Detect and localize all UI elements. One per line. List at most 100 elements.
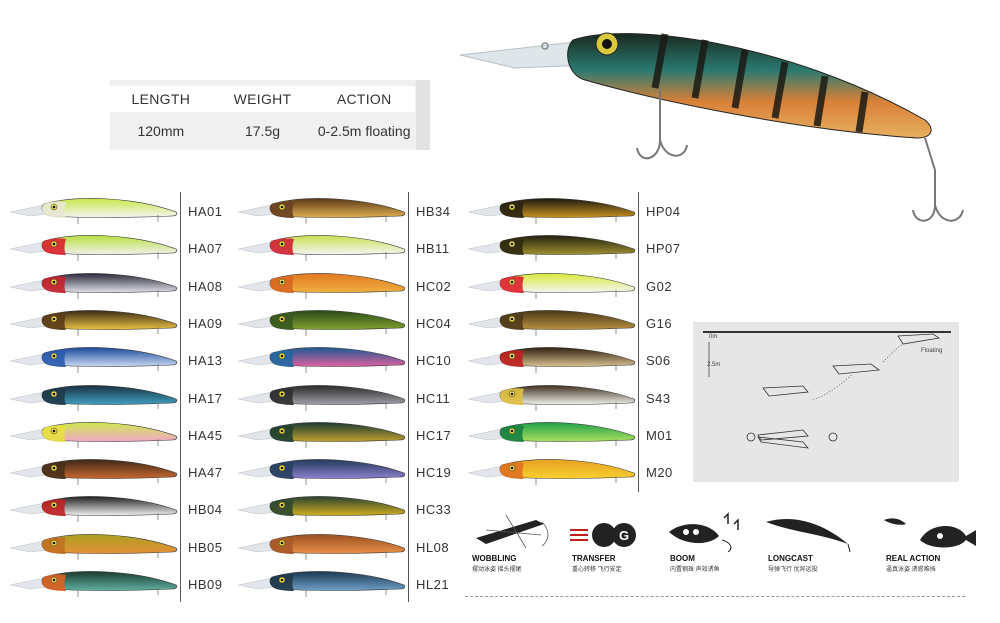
lure-color-code: HC19 <box>416 465 452 481</box>
long-cast-icon <box>766 518 851 553</box>
lure-item-ha01: HA01 <box>8 192 238 229</box>
spec-header-length: LENGTH <box>131 91 191 107</box>
lure-color-code: HC11 <box>416 390 451 406</box>
column-divider <box>408 192 409 602</box>
depth-label-top: 0m <box>709 334 718 340</box>
spec-value-length: 120mm <box>137 123 185 139</box>
lure-item-s43: S43 <box>466 379 696 416</box>
spec-value-row: 120mm 17.5g 0-2.5m floating <box>110 116 415 146</box>
lure-thumbnail-icon <box>467 459 636 486</box>
lure-item-hp04: HP04 <box>466 192 696 229</box>
lure-item-hl08: HL08 <box>236 528 466 565</box>
feature-label: REAL ACTION <box>886 554 941 563</box>
lure-color-code: HA07 <box>188 241 223 257</box>
lure-thumbnail-icon <box>237 384 406 411</box>
feature-longcast: LONGCAST 导弹飞行 优异远投 <box>762 510 854 578</box>
lure-color-code: HL21 <box>416 577 450 592</box>
lure-thumbnail-icon <box>467 235 636 262</box>
lure-thumbnail-icon <box>467 198 636 224</box>
lure-item-ha08: HA08 <box>8 267 238 304</box>
column-divider <box>180 192 181 602</box>
lure-color-code: HA17 <box>188 390 223 406</box>
lure-thumbnail-icon <box>237 459 406 486</box>
weight-transfer-icon: G <box>570 523 636 547</box>
feature-transfer: G TRANSFER 重心转移 飞行安定 <box>566 510 658 578</box>
lure-item-hb09: HB09 <box>8 565 238 602</box>
depth-label-bottom: 2.5m <box>707 362 721 368</box>
feature-real-action: REAL ACTION 逼真泳姿 诱惑难挡 <box>880 510 976 578</box>
lure-item-ha13: HA13 <box>8 341 238 378</box>
feature-sub: 摆动泳姿 摇头摆尾 <box>472 567 522 573</box>
lure-thumbnail-icon <box>467 272 636 299</box>
lure-item-hc11: HC11 <box>236 379 466 416</box>
lure-item-hc17: HC17 <box>236 416 466 453</box>
lure-thumbnail-icon <box>9 571 178 597</box>
lure-color-code: HC02 <box>416 278 452 294</box>
lure-item-m20: M20 <box>466 453 696 490</box>
lure-item-hb34: HB34 <box>236 192 466 229</box>
lure-thumbnail-icon <box>237 198 406 224</box>
lure-item-hc04: HC04 <box>236 304 466 341</box>
lure-color-code: S06 <box>646 353 671 369</box>
lure-thumbnail-icon <box>9 272 178 299</box>
water-surface-line <box>703 331 951 333</box>
lure-thumbnail-icon <box>9 198 178 224</box>
feature-sub: 重心转移 飞行安定 <box>572 567 622 573</box>
lure-color-code: HL08 <box>416 539 450 555</box>
lure-color-code: HA08 <box>188 278 223 294</box>
lure-item-hb11: HB11 <box>236 229 466 266</box>
lure-thumbnail-icon <box>9 347 178 374</box>
lure-thumbnail-icon <box>237 533 406 560</box>
lure-item-ha47: HA47 <box>8 453 238 490</box>
lure-item-hb05: HB05 <box>8 528 238 565</box>
wobbling-icon <box>476 514 549 549</box>
lure-color-code: S43 <box>646 390 671 406</box>
lure-color-code: HP04 <box>646 204 681 219</box>
feature-sub: 逼真泳姿 诱惑难挡 <box>886 567 936 573</box>
lure-thumbnail-icon <box>9 533 178 560</box>
lure-item-hc33: HC33 <box>236 490 466 527</box>
lure-color-code: G16 <box>646 315 673 331</box>
lure-thumbnail-icon <box>237 347 406 374</box>
lure-color-code: HA45 <box>188 427 223 443</box>
lure-item-hl21: HL21 <box>236 565 466 602</box>
lure-thumbnail-icon <box>9 459 178 486</box>
lure-color-code: HC33 <box>416 502 452 518</box>
lure-color-code: HB05 <box>188 539 223 555</box>
lure-item-hc02: HC02 <box>236 267 466 304</box>
lure-thumbnail-icon <box>237 235 406 262</box>
lure-color-code: HB34 <box>416 204 451 219</box>
feature-label: WOBBLING <box>472 554 517 563</box>
lure-thumbnail-icon <box>9 310 178 336</box>
feature-label: TRANSFER <box>572 554 616 563</box>
lure-item-ha45: HA45 <box>8 416 238 453</box>
real-action-icon <box>884 518 976 548</box>
lure-thumbnail-icon <box>9 421 178 448</box>
lure-color-code: HB11 <box>416 241 450 257</box>
lure-thumbnail-icon <box>9 384 178 411</box>
lure-item-hp07: HP07 <box>466 229 696 266</box>
lure-color-code: M20 <box>646 465 673 481</box>
lure-item-ha17: HA17 <box>8 379 238 416</box>
lure-item-hc10: HC10 <box>236 341 466 378</box>
lure-color-code: HP07 <box>646 241 681 257</box>
lure-thumbnail-icon <box>9 235 178 262</box>
lure-color-code: HC04 <box>416 315 452 331</box>
feature-label: BOOM <box>670 554 695 563</box>
floating-label: Floating <box>921 348 943 354</box>
lure-item-ha07: HA07 <box>8 229 238 266</box>
lure-color-code: HA01 <box>188 204 223 219</box>
lure-thumbnail-icon <box>467 421 636 448</box>
lure-thumbnail-icon <box>237 272 406 299</box>
lure-color-code: HC10 <box>416 353 452 369</box>
lure-color-code: HB04 <box>188 502 223 518</box>
lure-thumbnail-icon <box>237 310 406 336</box>
lure-item-m01: M01 <box>466 416 696 453</box>
lure-color-code: HB09 <box>188 577 223 592</box>
lure-thumbnail-icon <box>237 496 406 523</box>
lure-item-s06: S06 <box>466 341 696 378</box>
spec-table: LENGTH WEIGHT ACTION 120mm 17.5g 0-2.5m … <box>110 80 430 150</box>
diving-depth-diagram: 0m 2.5m Floating <box>693 322 959 482</box>
spec-value-weight: 17.5g <box>244 123 281 139</box>
feature-wobbling: WOBBLING 摆动泳姿 摇头摆尾 <box>466 510 558 578</box>
